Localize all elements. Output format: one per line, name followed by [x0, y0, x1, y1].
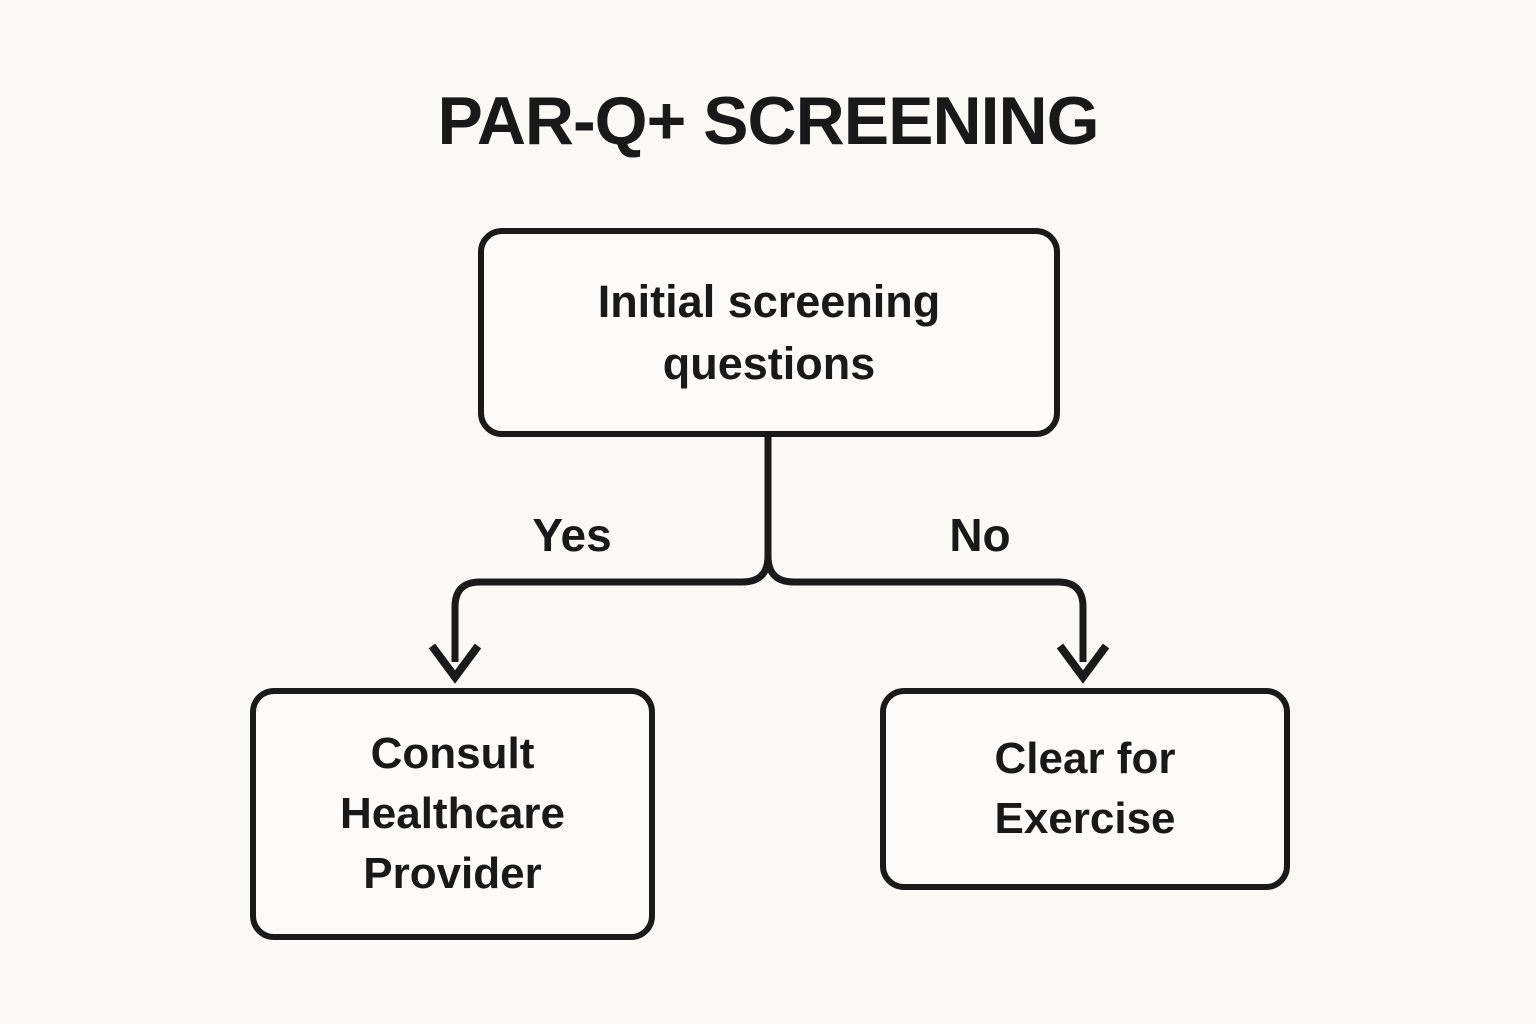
- arrowhead-down-icon: [1056, 643, 1110, 684]
- edge-label-yes: Yes: [532, 509, 612, 561]
- node-initial-screening-label: Initial screening questions: [597, 275, 941, 389]
- node-initial-screening: Initial screening questions: [478, 228, 1060, 437]
- node-clear-for-exercise: Clear for Exercise: [880, 688, 1290, 890]
- edge-no-line: [764, 437, 1087, 662]
- node-consult-healthcare-provider-label: Consult Healthcare Provider: [339, 729, 565, 898]
- edge-label-no: No: [949, 509, 1011, 561]
- arrowhead-down-icon: [428, 643, 482, 684]
- page-title: PAR-Q+ SCREENING: [437, 83, 1100, 159]
- node-consult-healthcare-provider: Consult Healthcare Provider: [250, 688, 655, 940]
- node-clear-for-exercise-label: Clear for Exercise: [994, 734, 1176, 843]
